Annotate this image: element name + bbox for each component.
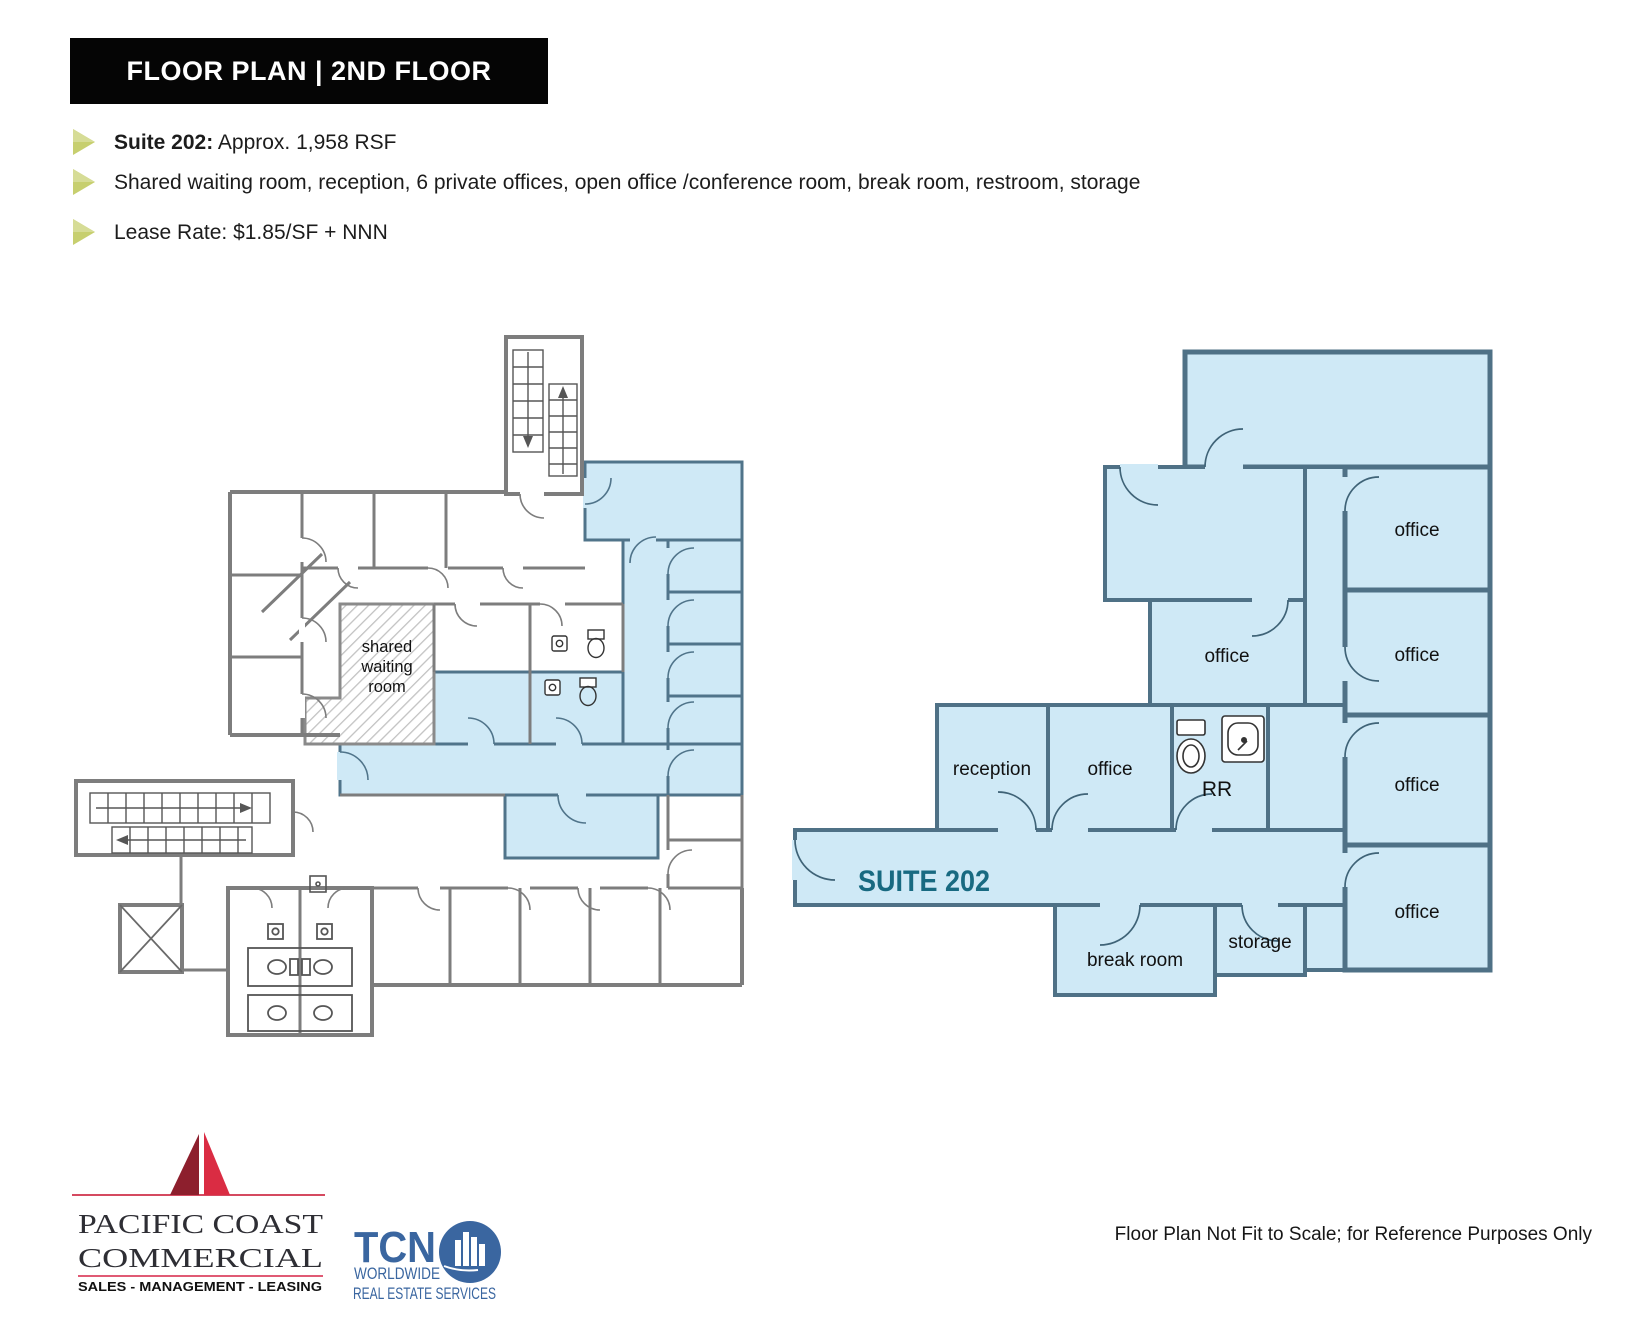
suite-202-label: SUITE 202 xyxy=(858,865,990,898)
bullet-suite-size: Suite 202: Approx. 1,958 RSF xyxy=(72,128,1572,156)
office-label: office xyxy=(1087,759,1132,780)
storage-label: storage xyxy=(1228,932,1291,953)
left-plan-gray-gaps xyxy=(299,491,671,874)
left-floor-plan: shared waiting room xyxy=(74,335,744,1037)
restroom-fixtures-mid xyxy=(544,629,605,707)
page-title: FLOOR PLAN | 2ND FLOOR xyxy=(126,55,492,86)
disclaimer-text: Floor Plan Not Fit to Scale; for Referen… xyxy=(1114,1224,1592,1245)
corridor-fountain-icon xyxy=(309,875,327,893)
right-plan-labels: office reception office RR office office… xyxy=(858,520,1440,971)
rr-label: RR xyxy=(1202,778,1232,801)
waiting-room-label-line3: room xyxy=(368,678,406,696)
pcc-tagline: SALES - MANAGEMENT - LEASING xyxy=(78,1280,322,1294)
break-room-label: break room xyxy=(1087,950,1183,971)
pcc-name-line1: PACIFIC COAST xyxy=(78,1209,324,1239)
bullet-text: Shared waiting room, reception, 6 privat… xyxy=(114,171,1141,194)
toilet-icon xyxy=(1176,719,1206,774)
sink-icon xyxy=(1221,715,1265,763)
open-office-conference-room xyxy=(1182,349,1493,470)
bullet-text: Lease Rate: $1.85/SF + NNN xyxy=(114,221,388,244)
title-banner: FLOOR PLAN | 2ND FLOOR xyxy=(70,38,548,104)
office-right-3 xyxy=(1342,712,1493,848)
tcn-line1: WORLDWIDE xyxy=(354,1265,440,1283)
stair-arrows-top xyxy=(523,386,568,448)
office-label: office xyxy=(1394,645,1439,666)
office-label: office xyxy=(1204,646,1249,667)
bullet-rooms: Shared waiting room, reception, 6 privat… xyxy=(72,168,1572,196)
left-plan-door-arcs xyxy=(251,493,693,911)
restrooms-bottom xyxy=(247,923,353,1032)
tcn-worldwide-logo: TCN WORLDWIDE REAL ESTATE SERVICES xyxy=(353,1221,501,1303)
pacific-coast-commercial-logo: PACIFIC COAST COMMERCIAL SALES - MANAGEM… xyxy=(72,1132,325,1294)
bullet-arrow-icon xyxy=(73,169,95,195)
office-middle xyxy=(1148,598,1307,707)
elevator xyxy=(119,904,183,973)
office-label: office xyxy=(1394,775,1439,796)
stairwell-top xyxy=(512,349,578,477)
pcc-name-line2: COMMERCIAL xyxy=(78,1243,323,1273)
bullet-arrow-icon xyxy=(73,219,95,245)
bullet-arrow-icon xyxy=(73,129,95,155)
suite-corridor xyxy=(793,828,1347,907)
office-label: office xyxy=(1394,902,1439,923)
bullet-lease-rate: Lease Rate: $1.85/SF + NNN xyxy=(72,218,1572,246)
stair-arrows-bottom xyxy=(116,803,252,845)
tcn-acronym: TCN xyxy=(354,1223,436,1272)
suite-202-rooms xyxy=(793,349,1493,997)
break-room xyxy=(1053,903,1217,997)
office-right-4 xyxy=(1342,842,1493,973)
bullet-lead: Suite 202: xyxy=(114,131,214,154)
right-plan-door-gaps xyxy=(792,464,1349,909)
right-floor-plan: office reception office RR office office… xyxy=(792,349,1493,997)
waiting-room-label-line1: shared xyxy=(362,638,412,656)
office-label: office xyxy=(1394,520,1439,541)
pcc-triangle-icon xyxy=(72,1132,325,1196)
tcn-line2: REAL ESTATE SERVICES xyxy=(353,1285,496,1303)
tcn-globe-icon xyxy=(439,1221,501,1283)
right-plan-door-arcs xyxy=(794,428,1380,946)
waiting-room-label-line2: waiting xyxy=(360,658,412,676)
reception-label: reception xyxy=(953,759,1031,780)
rr-fixtures xyxy=(1176,715,1265,774)
bullet-text: Approx. 1,958 RSF xyxy=(213,131,397,154)
office-right-1 xyxy=(1342,464,1493,593)
left-plan-suite-door-arcs xyxy=(339,477,695,824)
stairwell-bottom xyxy=(89,792,271,854)
corridor-junction xyxy=(1266,703,1347,832)
shared-waiting-room: shared waiting room xyxy=(303,602,436,746)
